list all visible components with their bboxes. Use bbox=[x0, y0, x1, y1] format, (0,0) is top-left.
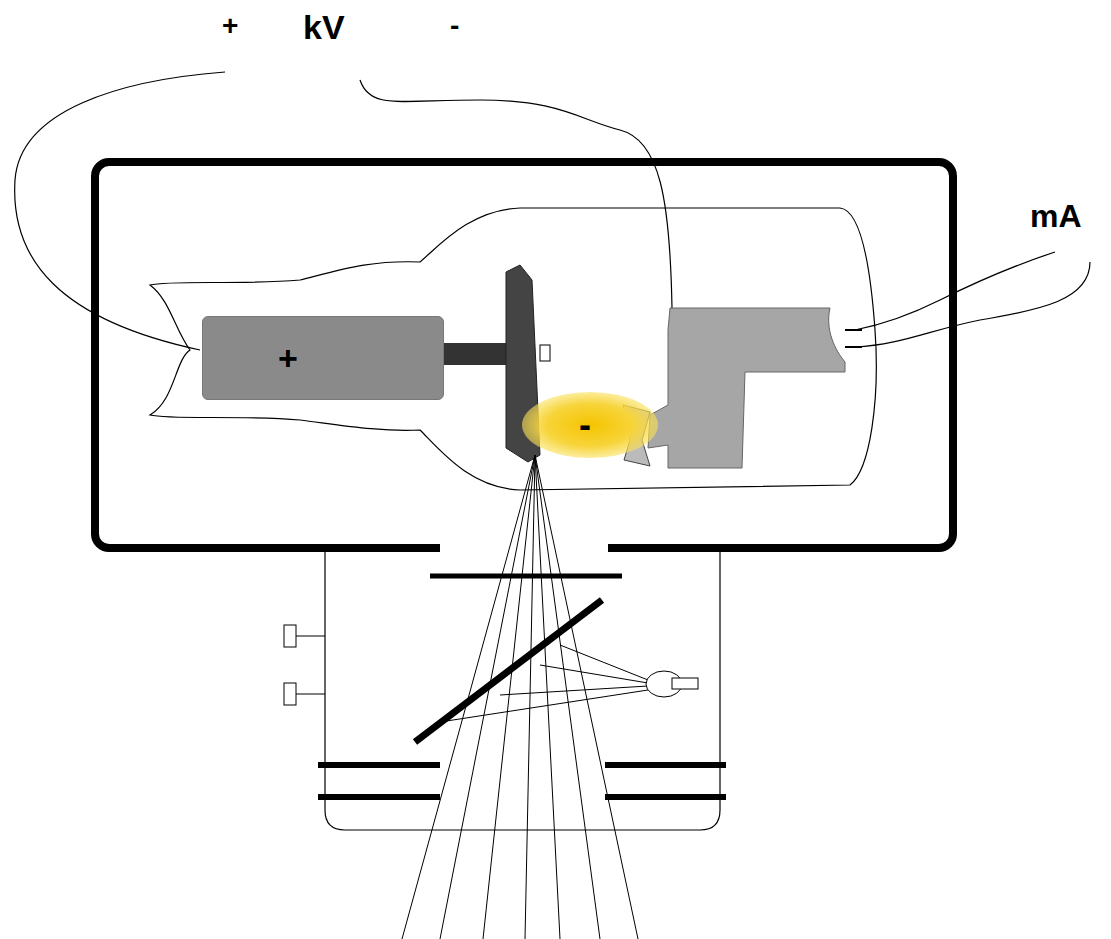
collimator-housing bbox=[325, 552, 720, 830]
anode-stem bbox=[440, 343, 508, 365]
electron-beam: - bbox=[522, 392, 658, 458]
polarity-sign: + bbox=[278, 341, 298, 375]
current-label: mA bbox=[1030, 200, 1082, 232]
kv-plus-wire bbox=[15, 72, 225, 350]
knob bbox=[284, 683, 296, 705]
ma-wire bbox=[855, 262, 1090, 347]
polarity-sign: - bbox=[450, 12, 459, 40]
glass-envelope bbox=[150, 208, 876, 490]
polarity-sign: - bbox=[579, 407, 591, 443]
anode-rotor: + bbox=[202, 316, 444, 400]
light-rays bbox=[440, 645, 648, 722]
polarity-sign: + bbox=[222, 12, 238, 40]
filter bbox=[430, 574, 622, 579]
knob bbox=[284, 625, 296, 647]
tube-housing bbox=[95, 162, 953, 548]
anode-nut bbox=[540, 345, 550, 361]
cathode-block bbox=[648, 308, 845, 468]
housing-window bbox=[440, 542, 608, 554]
voltage-label: kV bbox=[303, 10, 345, 44]
